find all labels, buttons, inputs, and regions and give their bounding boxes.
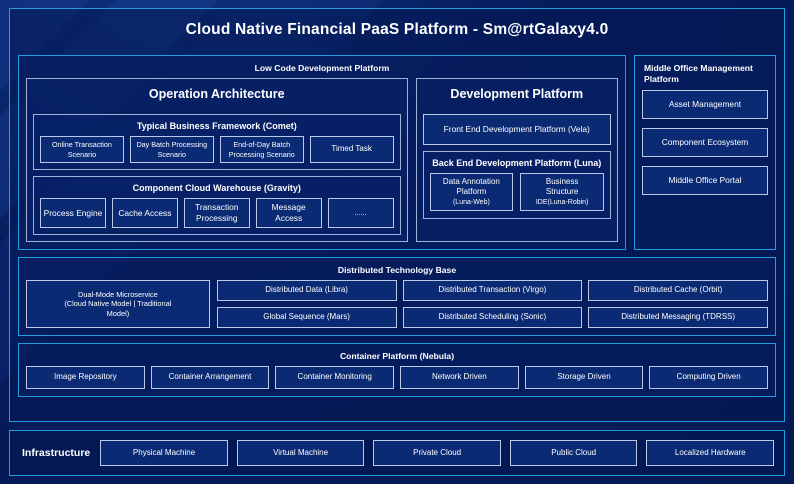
typical-business-framework-title: Typical Business Framework (Comet) bbox=[136, 121, 297, 131]
dual-mode-line-3: Model) bbox=[106, 309, 130, 318]
box-middle-office-portal[interactable]: Middle Office Portal bbox=[642, 166, 768, 196]
box-virtual-machine[interactable]: Virtual Machine bbox=[236, 440, 365, 466]
low-code-title: Low Code Development Platform bbox=[254, 63, 390, 73]
operation-architecture-title: Operation Architecture bbox=[148, 87, 285, 101]
box-cache-access[interactable]: Cache Access bbox=[111, 198, 178, 229]
box-component-ecosystem[interactable]: Component Ecosystem bbox=[642, 128, 768, 158]
box-distributed-cache[interactable]: Distributed Cache (Orbit) bbox=[588, 280, 768, 302]
business-structure-line-3: IDE(Luna-Robin) bbox=[535, 198, 589, 206]
top-section: Low Code Development Platform Operation … bbox=[18, 55, 776, 251]
box-distributed-scheduling[interactable]: Distributed Scheduling (Sonic) bbox=[402, 307, 583, 329]
component-cloud-warehouse-title: Component Cloud Warehouse (Gravity) bbox=[132, 183, 301, 193]
box-timed-task[interactable]: Timed Task bbox=[309, 136, 394, 163]
back-end-development-platform-title: Back End Development Platform (Luna) bbox=[432, 158, 602, 168]
business-structure-line-1: Business bbox=[545, 177, 579, 187]
box-network-driven[interactable]: Network Driven bbox=[400, 366, 519, 390]
component-cloud-warehouse-group: Component Cloud Warehouse (Gravity) Proc… bbox=[33, 176, 401, 236]
box-message-access[interactable]: Message Access bbox=[255, 198, 322, 229]
data-annotation-line-1: Data Annotation bbox=[442, 177, 500, 187]
business-structure-line-2: Structure bbox=[545, 187, 579, 197]
distributed-technology-base-body: Dual-Mode Microservice (Cloud Native Mod… bbox=[26, 280, 768, 329]
development-platform-group: Development Platform Front End Developme… bbox=[415, 78, 618, 243]
distributed-services-row-1: Distributed Data (Libra) Distributed Tra… bbox=[216, 280, 768, 302]
container-platform-title: Container Platform (Nebula) bbox=[339, 351, 455, 362]
middle-office-list: Asset Management Component Ecosystem Mid… bbox=[642, 90, 768, 242]
box-image-repository[interactable]: Image Repository bbox=[26, 366, 145, 390]
typical-business-framework-group: Typical Business Framework (Comet) Onlin… bbox=[33, 114, 401, 170]
low-code-body: Operation Architecture Typical Business … bbox=[26, 78, 618, 243]
box-physical-machine[interactable]: Physical Machine bbox=[100, 440, 228, 466]
infrastructure-frame: Infrastructure Physical Machine Virtual … bbox=[9, 430, 785, 476]
development-platform-body: Front End Development Platform (Vela) Ba… bbox=[422, 114, 611, 235]
distributed-technology-base-title: Distributed Technology Base bbox=[337, 265, 457, 276]
container-platform-panel: Container Platform (Nebula) Image Reposi… bbox=[18, 343, 776, 398]
dual-mode-line-1: Dual-Mode Microservice bbox=[78, 289, 158, 299]
container-platform-row: Image Repository Container Arrangement C… bbox=[26, 366, 769, 390]
middle-office-management-platform-panel: Middle Office Management Platform Asset … bbox=[634, 55, 776, 251]
box-distributed-messaging[interactable]: Distributed Messaging (TDRSS) bbox=[588, 307, 768, 329]
distributed-services-grid: Distributed Data (Libra) Distributed Tra… bbox=[216, 280, 768, 329]
box-more-ellipsis[interactable]: ...... bbox=[327, 198, 394, 229]
back-end-items-row: Data Annotation Platform (Luna-Web) Busi… bbox=[429, 173, 604, 211]
box-computing-driven[interactable]: Computing Driven bbox=[649, 366, 769, 390]
box-transaction-processing[interactable]: Transaction Processing bbox=[183, 198, 250, 229]
box-container-arrangement[interactable]: Container Arrangement bbox=[150, 366, 270, 390]
data-annotation-line-3: (Luna-Web) bbox=[452, 198, 490, 206]
dual-mode-line-2: (Cloud Native Model | Traditional bbox=[64, 299, 172, 309]
box-localized-hardware[interactable]: Localized Hardware bbox=[646, 440, 774, 466]
development-platform-title: Development Platform bbox=[450, 87, 584, 101]
low-code-development-platform-panel: Low Code Development Platform Operation … bbox=[18, 55, 626, 251]
infrastructure-row: Physical Machine Virtual Machine Private… bbox=[100, 440, 774, 466]
box-dual-mode-microservice[interactable]: Dual-Mode Microservice (Cloud Native Mod… bbox=[26, 280, 210, 329]
box-container-monitoring[interactable]: Container Monitoring bbox=[275, 366, 395, 390]
box-online-transaction-scenario[interactable]: Online Transaction Scenario bbox=[40, 136, 124, 163]
operation-architecture-group: Operation Architecture Typical Business … bbox=[26, 78, 408, 243]
box-process-engine[interactable]: Process Engine bbox=[40, 198, 106, 229]
box-end-of-day-batch-processing-scenario[interactable]: End-of-Day Batch Processing Scenario bbox=[219, 136, 304, 163]
component-cloud-warehouse-row: Process Engine Cache Access Transaction … bbox=[40, 198, 394, 229]
box-business-structure-ide[interactable]: Business Structure IDE(Luna-Robin) bbox=[520, 173, 604, 211]
box-front-end-development-platform[interactable]: Front End Development Platform (Vela) bbox=[422, 114, 611, 145]
data-annotation-line-2: Platform bbox=[456, 187, 487, 197]
main-platform-frame: Cloud Native Financial PaaS Platform - S… bbox=[9, 8, 785, 422]
back-end-development-platform-group: Back End Development Platform (Luna) Dat… bbox=[422, 151, 611, 219]
box-data-annotation-platform[interactable]: Data Annotation Platform (Luna-Web) bbox=[429, 173, 514, 211]
dual-mode-microservice-wrapper: Dual-Mode Microservice (Cloud Native Mod… bbox=[26, 280, 210, 329]
middle-office-title: Middle Office Management Platform bbox=[644, 63, 753, 85]
infrastructure-label: Infrastructure bbox=[22, 447, 91, 459]
typical-business-framework-row: Online Transaction Scenario Day Batch Pr… bbox=[40, 136, 394, 163]
box-day-batch-processing-scenario[interactable]: Day Batch Processing Scenario bbox=[129, 136, 214, 163]
box-storage-driven[interactable]: Storage Driven bbox=[524, 366, 644, 390]
box-distributed-transaction[interactable]: Distributed Transaction (Virgo) bbox=[402, 280, 583, 302]
box-private-cloud[interactable]: Private Cloud bbox=[373, 440, 501, 466]
distributed-services-row-2: Global Sequence (Mars) Distributed Sched… bbox=[216, 307, 768, 329]
box-global-sequence[interactable]: Global Sequence (Mars) bbox=[216, 307, 397, 329]
box-distributed-data[interactable]: Distributed Data (Libra) bbox=[216, 280, 397, 302]
box-asset-management[interactable]: Asset Management bbox=[642, 90, 768, 120]
distributed-technology-base-panel: Distributed Technology Base Dual-Mode Mi… bbox=[18, 257, 776, 337]
box-public-cloud[interactable]: Public Cloud bbox=[509, 440, 638, 466]
page-title: Cloud Native Financial PaaS Platform - S… bbox=[185, 21, 609, 38]
